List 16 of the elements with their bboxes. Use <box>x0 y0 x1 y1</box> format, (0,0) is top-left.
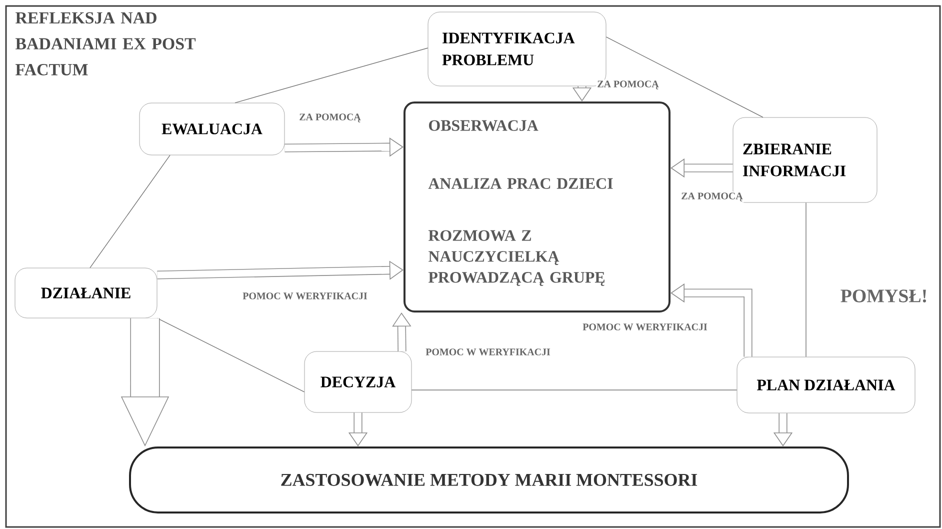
note-label: POMYSŁ! <box>840 290 926 302</box>
connector-line <box>606 36 764 118</box>
edge-label: ZA POMOCĄ <box>298 112 362 124</box>
rounded-box: DZIAŁANIE <box>14 268 158 318</box>
edge-label: POMOC W WERYFIKACJI <box>424 348 552 356</box>
list-box: OBSERWACJA ANALIZA PRAC DZIECI ROZMOWA Z NAUCZYCIELKĄ PROWADZĄCĄ GRUPĘ <box>404 102 670 312</box>
title: REFLEKSJA NAD BADANIAMI EX POST FACTUM <box>16 12 196 76</box>
edge-label: ZA POMOCĄ <box>596 80 660 90</box>
edge-label: ZA POMOCĄ <box>680 192 744 202</box>
rounded-box: PLAN DZIAŁANIA <box>736 356 916 414</box>
rounded-box: EWALUACJA <box>139 102 285 156</box>
connector-line <box>234 48 428 104</box>
connector-line <box>90 154 170 268</box>
edge-label: POMOC W WERYFIKACJI <box>582 322 708 332</box>
edge-label: POMOC W WERYFIKACJI <box>242 292 368 300</box>
rounded-box: DECYZJA <box>304 351 412 413</box>
